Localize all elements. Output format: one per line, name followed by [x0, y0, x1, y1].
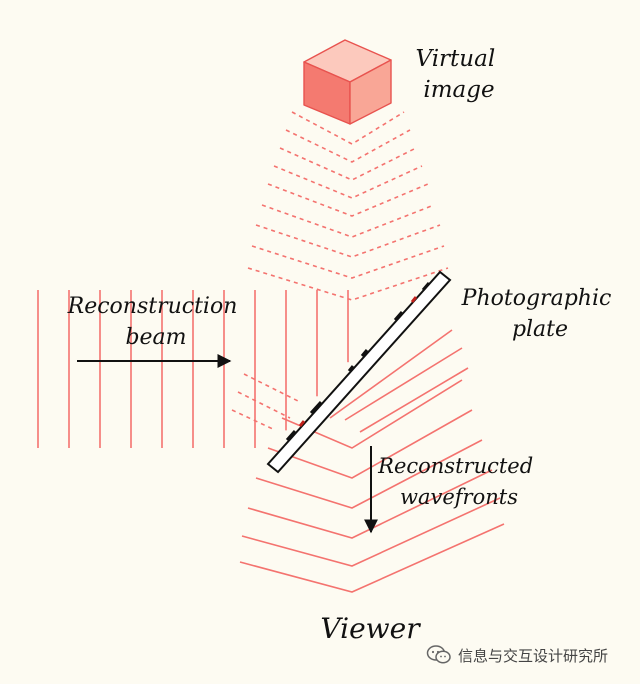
- virtual-wavefront-chevron: [247, 267, 449, 301]
- reconstructed-wavefront-segment: [344, 347, 463, 421]
- virtual-wavefront-chevron: [261, 204, 435, 238]
- reconstructed-wavefront-chevron: [239, 523, 505, 593]
- photographic-plate: [266, 270, 452, 474]
- reconstructed-wavefront-segment: [329, 329, 453, 419]
- virtual-wavefront-segment: [237, 391, 291, 419]
- reconstructed-wavefronts-label: Reconstructed wavefronts: [377, 454, 540, 509]
- reconstruction-beam-wavefronts: [37, 290, 349, 448]
- reconstructed-wavefront-chevron: [247, 469, 493, 539]
- cube-side-face: [349, 59, 392, 125]
- watermark-text: 信息与交互设计研究所: [458, 646, 609, 665]
- viewer-label: Viewer: [320, 612, 421, 645]
- virtual-wavefront-chevron: [291, 111, 405, 145]
- plate-red-marks: [298, 296, 418, 427]
- reconstruction-beam-label: Reconstruction beam: [67, 294, 245, 350]
- virtual-wavefront-segment: [243, 373, 301, 403]
- plate-hologram-marks: [285, 282, 431, 441]
- photographic-plate-label: Photographic plate: [461, 286, 619, 342]
- virtual-image-wavefronts: [231, 111, 449, 431]
- reconstructed-wavefront-segment: [359, 367, 469, 433]
- reconstructed-wavefront-chevron: [241, 497, 501, 567]
- reconstructed-wavefront-chevron: [255, 439, 483, 509]
- watermark: 信息与交互设计研究所: [426, 644, 608, 666]
- virtual-wavefront-segment: [231, 409, 276, 431]
- virtual-wavefront-chevron: [285, 129, 411, 163]
- virtual-image-label: Virtual image: [416, 46, 503, 103]
- virtual-wavefront-chevron: [273, 165, 423, 199]
- reconstructed-wavefront-chevron: [267, 409, 473, 479]
- virtual-wavefront-chevron: [279, 147, 417, 181]
- virtual-image-cube: [303, 39, 392, 125]
- plate-outline: [266, 270, 452, 474]
- virtual-wavefront-chevron: [267, 183, 429, 217]
- virtual-wavefront-chevron: [251, 245, 445, 279]
- wechat-icon: [426, 645, 451, 664]
- virtual-wavefront-chevron: [255, 224, 441, 258]
